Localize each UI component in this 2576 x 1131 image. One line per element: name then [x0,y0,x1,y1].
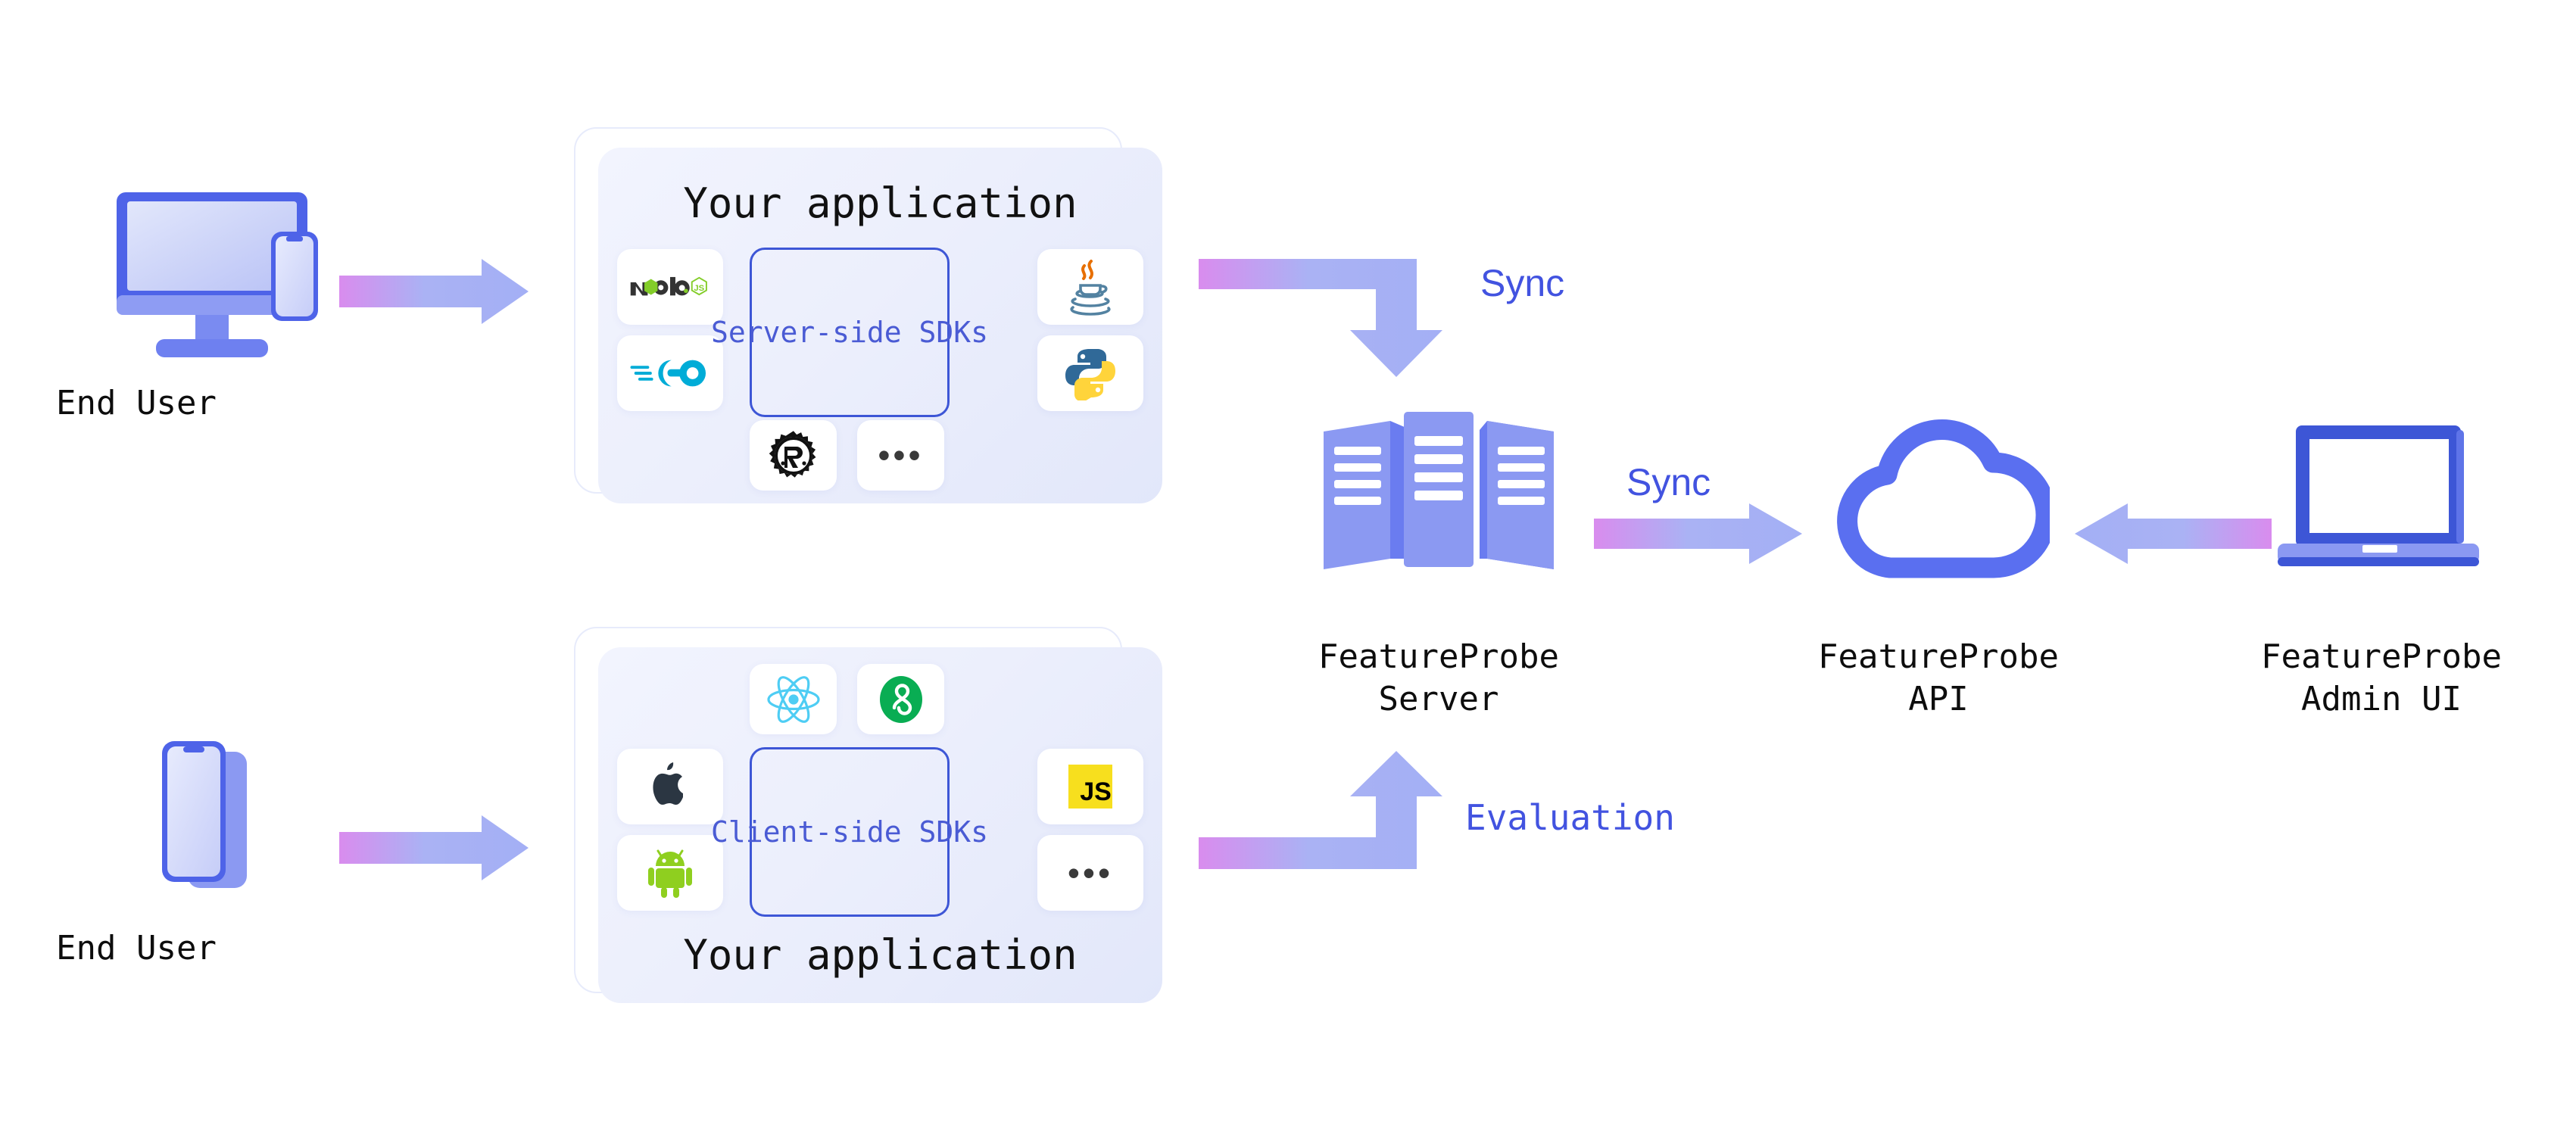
client-app-title: Your application [683,931,1077,979]
ellipsis-icon: ••• [878,435,924,475]
javascript-badge-text: JS [1080,777,1112,806]
javascript-icon: JS [1068,765,1112,809]
apple-logo-tile[interactable] [617,749,723,824]
javascript-logo-tile[interactable]: JS [1037,749,1143,824]
go-logo-tile[interactable] [617,335,723,411]
android-logo-tile[interactable] [617,835,723,911]
featureprobe-admin-ui-label: FeatureProbe Admin UI [2261,637,2502,719]
server-side-sdks-label: Server-side SDKs [710,316,989,349]
evaluation-label: Evaluation [1465,797,1675,838]
python-icon [1063,346,1118,400]
end-user-phone-icon [159,738,280,905]
flow-end-user-to-client-app [339,814,529,882]
go-icon [629,354,711,392]
sync-top-label: Sync [1480,262,1565,304]
ellipsis-icon: ••• [1067,852,1114,893]
server-app-title: Your application [683,179,1077,227]
react-logo-tile[interactable] [750,664,837,734]
java-logo-tile[interactable] [1037,249,1143,325]
featureprobe-server-icon [1318,410,1560,573]
svg-text:JS: JS [694,284,704,293]
flow-server-app-to-server-sync [1199,257,1471,379]
miniprogram-logo-tile[interactable] [857,664,944,734]
rust-icon [766,428,821,483]
flow-server-to-api-sync [1594,503,1802,564]
flow-end-user-to-server-app [339,257,529,326]
miniprogram-icon [878,675,925,724]
flow-client-app-to-server-evaluation [1199,749,1471,871]
nodejs-icon: JS [629,273,711,301]
nodejs-logo-tile[interactable]: JS [617,249,723,325]
java-icon [1062,257,1118,317]
featureprobe-api-icon [1826,416,2057,579]
server-app-card: Your application JS [598,148,1162,503]
server-side-sdks-box[interactable]: Server-side SDKs [711,248,988,417]
rust-logo-tile[interactable] [750,420,837,491]
sync-mid-label: Sync [1626,461,1711,503]
react-icon [766,674,822,725]
server-more-tile[interactable]: ••• [857,420,944,491]
python-logo-tile[interactable] [1037,335,1143,411]
end-user-top-label: End User [56,384,217,422]
client-side-sdks-label: Client-side SDKs [710,815,989,849]
client-app-card: JS ••• Client-side SDKs Your application [598,647,1162,1003]
end-user-bottom-label: End User [56,929,217,967]
android-icon [647,848,694,898]
featureprobe-admin-ui-icon [2272,422,2491,574]
featureprobe-api-label: FeatureProbe API [1818,637,2059,719]
flow-admin-ui-to-api [2075,503,2272,564]
featureprobe-server-label: FeatureProbe Server [1318,637,1559,719]
client-more-tile[interactable]: ••• [1037,835,1143,911]
end-user-desktop-icon [114,189,363,363]
client-side-sdks-box[interactable]: Client-side SDKs [711,747,988,917]
apple-icon [648,761,692,812]
